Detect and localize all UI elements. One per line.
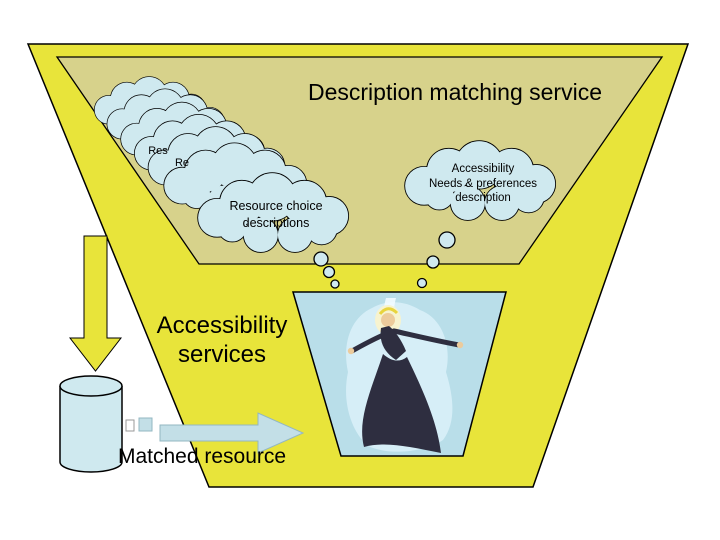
resource-cylinder — [59, 375, 123, 473]
figure-head — [381, 313, 395, 327]
needs-cloud-label-line2: Needs & preferences — [429, 178, 537, 190]
accessibility-services-label-line2: services — [178, 341, 266, 368]
diagram-title: Description matching service — [308, 79, 602, 105]
right-arrow-icon — [159, 412, 305, 454]
bubble-icon — [330, 279, 340, 289]
figure-hand-right — [456, 341, 464, 349]
figure-torso — [380, 326, 406, 360]
figure-hand-left — [347, 347, 355, 355]
bubble-icon — [426, 255, 440, 269]
cloud-partial-label-b: Re — [175, 157, 189, 169]
matched-resource-label: Matched resource — [118, 445, 286, 468]
figure-skirt — [362, 354, 441, 453]
resource-cloud-label-line1: Resource choice — [229, 199, 322, 213]
cylinder-body — [59, 386, 123, 473]
resource-cloud-label-line2: descriptions — [243, 216, 310, 230]
down-arrow-icon — [68, 235, 123, 372]
hair-streak — [378, 307, 399, 315]
person-clipart — [346, 298, 464, 453]
small-square-outline — [125, 419, 135, 432]
cylinder-top — [59, 375, 123, 397]
bubble-icon — [313, 251, 329, 267]
needs-cloud-label-line1: Accessibility — [452, 163, 515, 175]
resource-cloud-bubble-trail — [313, 251, 340, 289]
bubble-icon — [416, 277, 428, 289]
small-square-filled — [138, 417, 153, 432]
accessibility-services-label-line1: Accessibility — [157, 312, 288, 339]
needs-cloud-bubble-trail — [416, 231, 456, 289]
needs-cloud-label-line3: description — [455, 192, 511, 204]
cloud-partial-label-a: Res — [148, 145, 168, 157]
bubble-icon — [322, 265, 336, 279]
bubble-icon — [438, 231, 456, 249]
